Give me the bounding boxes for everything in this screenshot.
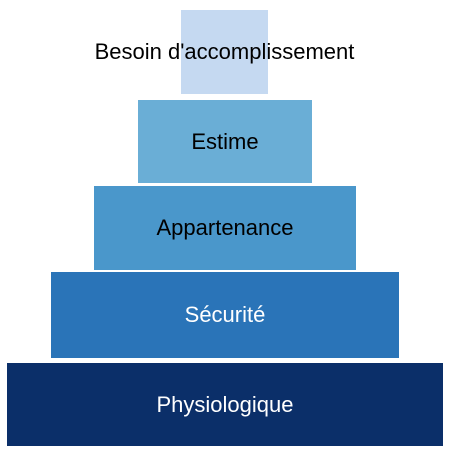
level-belonging-label: Appartenance (156, 215, 294, 240)
level-esteem: Estime (138, 100, 312, 183)
level-esteem-label: Estime (191, 128, 259, 154)
level-belonging: Appartenance (94, 186, 356, 270)
level-self-actualization: Besoin d'accomplissement (95, 10, 354, 94)
level-physiological: Physiologique (7, 363, 443, 446)
level-safety: Sécurité (51, 272, 399, 358)
level-self-actualization-label: Besoin d'accomplissement (94, 39, 355, 64)
level-physiological-label: Physiologique (156, 391, 294, 417)
level-safety-label: Sécurité (184, 302, 266, 327)
